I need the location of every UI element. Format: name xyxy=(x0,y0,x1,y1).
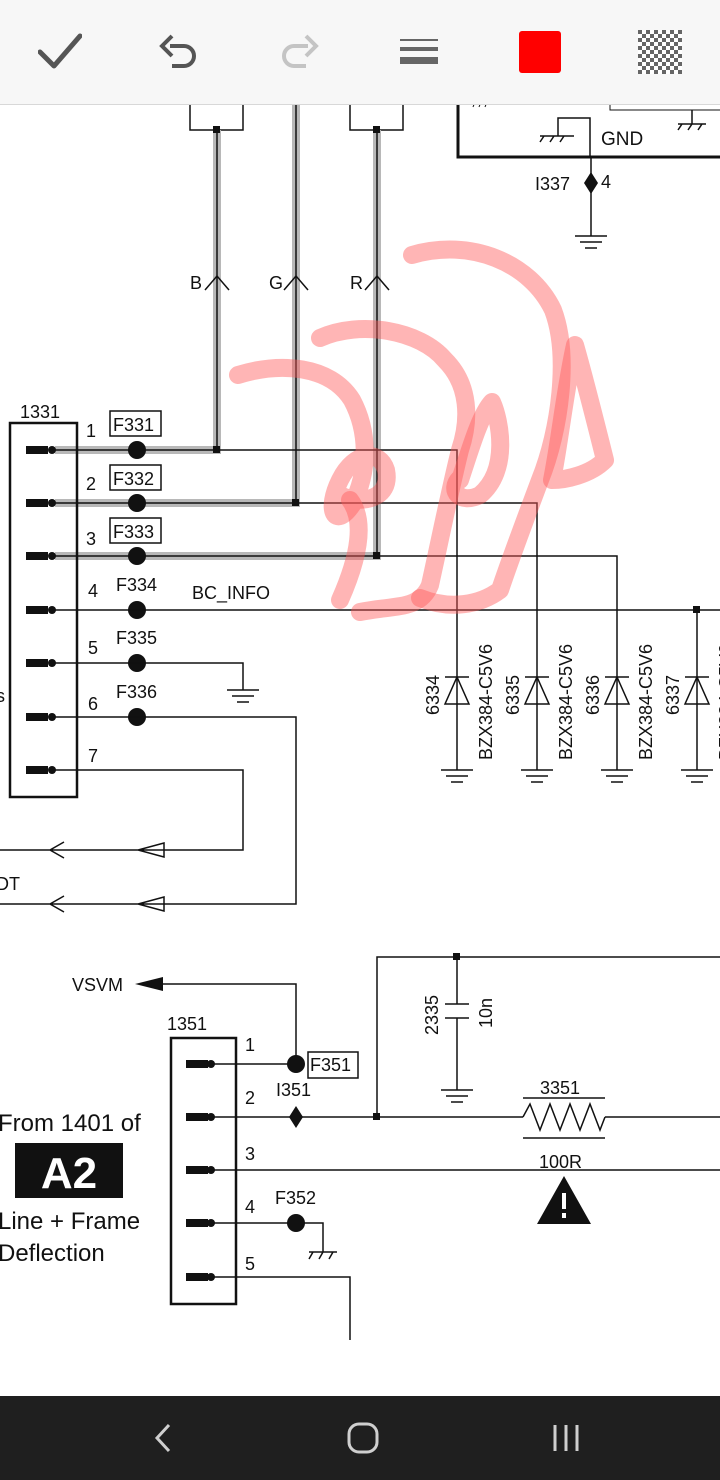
system-navigation-bar xyxy=(0,1396,720,1480)
f331-label: F331 xyxy=(113,415,154,435)
f334-label: F334 xyxy=(116,575,157,595)
pin-number: 6 xyxy=(88,694,98,714)
pen-thickness-button[interactable] xyxy=(379,12,459,92)
drawing-toolbar xyxy=(0,0,720,105)
connector-1331-label: 1331 xyxy=(20,402,60,422)
diode-part: BZX384-C5V6 xyxy=(556,644,576,760)
pin-number: 2 xyxy=(245,1088,255,1108)
home-button[interactable] xyxy=(315,1410,411,1466)
diode-ref: 6335 xyxy=(503,675,523,715)
transparency-checker-icon xyxy=(638,30,682,74)
f332-label: F332 xyxy=(113,469,154,489)
f333-label: F333 xyxy=(113,522,154,542)
gnd-label: GND xyxy=(601,129,643,150)
pen-thickness-icon xyxy=(400,39,438,64)
pin-number: 3 xyxy=(86,529,96,549)
bc-info-label: BC_INFO xyxy=(192,583,270,604)
pin-number: 3 xyxy=(245,1144,255,1164)
diode-ref: 6337 xyxy=(663,675,683,715)
vsvm-label: VSVM xyxy=(72,975,123,995)
pin-number: 4 xyxy=(245,1197,255,1217)
i351-label: I351 xyxy=(276,1080,311,1100)
home-icon xyxy=(347,1422,379,1454)
transparency-button[interactable] xyxy=(620,12,700,92)
resistor-value: 100R xyxy=(539,1152,582,1172)
f336-label: F336 xyxy=(116,682,157,702)
pin-number: 1 xyxy=(86,421,96,441)
checkmark-icon xyxy=(38,33,82,69)
diode-part: BZX384-C5V6 xyxy=(716,644,720,760)
wire-b-label: B xyxy=(190,273,202,293)
recents-button[interactable] xyxy=(518,1410,614,1466)
f352-label: F352 xyxy=(275,1188,316,1208)
undo-icon xyxy=(159,34,196,68)
resistor-ref: 3351 xyxy=(540,1078,580,1098)
pen-color-button[interactable] xyxy=(500,12,580,92)
recents-icon xyxy=(553,1425,579,1451)
wire-g-label: G xyxy=(269,273,283,293)
pin-number: 1 xyxy=(245,1035,255,1055)
diode-part: BZX384-C5V6 xyxy=(476,644,496,760)
back-button[interactable] xyxy=(115,1410,211,1466)
line-frame-label: Line + Frame xyxy=(0,1208,140,1235)
capacitor-ref: 2335 xyxy=(422,995,442,1035)
pin-number: 7 xyxy=(88,746,98,766)
freehand-annotation xyxy=(229,240,614,621)
i337-pin-label: 4 xyxy=(601,172,611,192)
back-icon xyxy=(154,1423,171,1453)
i337-label: I337 xyxy=(535,174,570,194)
deflection-label: Deflection xyxy=(0,1240,105,1267)
cut-label-s: s xyxy=(0,686,5,706)
schematic-diagram: GND I337 4 B G R 1331 1 2 3 4 5 6 7 F331 xyxy=(0,105,720,1340)
redo-icon xyxy=(282,34,319,68)
diode-ref: 6334 xyxy=(423,675,443,715)
undo-button[interactable] xyxy=(138,12,218,92)
color-swatch xyxy=(519,31,561,73)
wire-r-label: R xyxy=(350,273,363,293)
board-label: A2 xyxy=(41,1149,97,1198)
redo-button[interactable] xyxy=(260,12,340,92)
pin-number: 2 xyxy=(86,474,96,494)
pin-number: 4 xyxy=(88,581,98,601)
capacitor-value: 10n xyxy=(476,998,496,1028)
f351-label: F351 xyxy=(310,1055,351,1075)
pin-number: 5 xyxy=(245,1254,255,1274)
pin-number: 5 xyxy=(88,638,98,658)
diode-ref: 6336 xyxy=(583,675,603,715)
f335-label: F335 xyxy=(116,628,157,648)
confirm-button[interactable] xyxy=(20,12,100,92)
cut-label-dt: DT xyxy=(0,874,20,894)
drawing-canvas[interactable]: GND I337 4 B G R 1331 1 2 3 4 5 6 7 F331 xyxy=(0,105,720,1396)
connector-1351-label: 1351 xyxy=(167,1014,207,1034)
diode-part: BZX384-C5V6 xyxy=(636,644,656,760)
from-label: From 1401 of xyxy=(0,1110,141,1137)
